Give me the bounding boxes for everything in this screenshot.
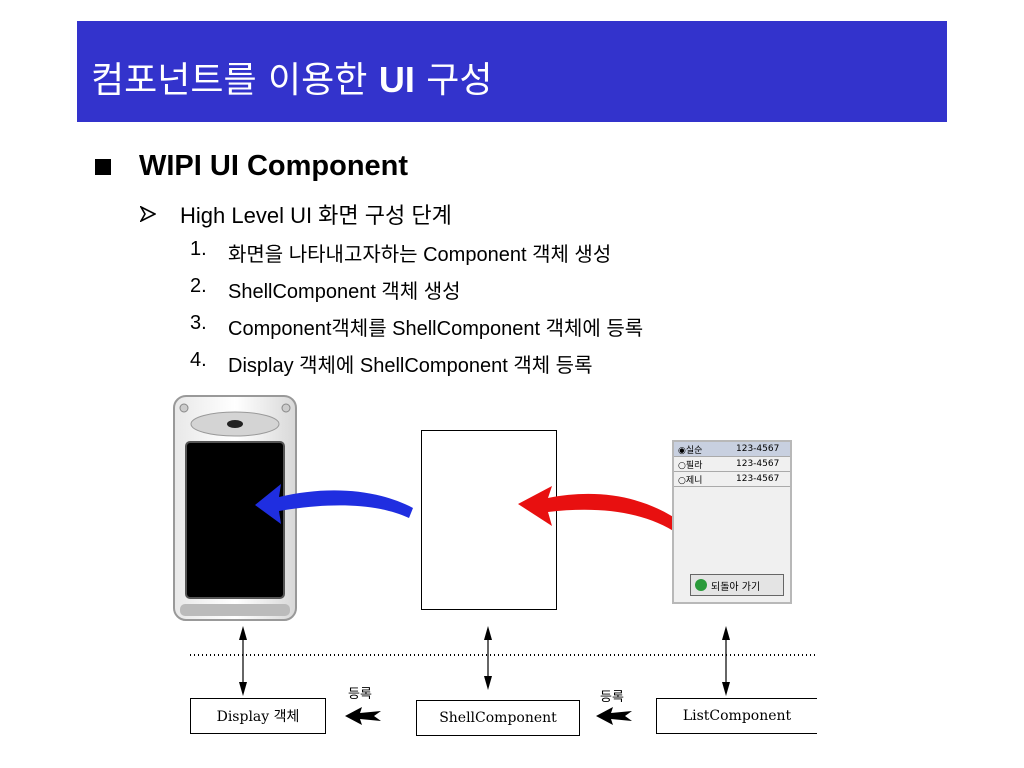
list-item: 2.ShellComponent 객체 생성 <box>190 275 461 303</box>
steps-list: 1.화면을 나타내고자하는 Component 객체 생성 2.ShellCom… <box>190 238 643 386</box>
page-title: 컴포넌트를 이용한 UI 구성 <box>91 59 493 101</box>
shell-component-box <box>421 430 557 610</box>
list-item: 4.Display 객체에 ShellComponent 객체 등록 <box>190 349 593 377</box>
square-bullet-icon <box>95 158 111 175</box>
green-ball-icon <box>695 579 707 591</box>
list-item: 1.화면을 나타내고자하는 Component 객체 생성 <box>190 238 612 266</box>
bullet-heading: WIPI UI Component <box>95 150 408 183</box>
display-object-label: Display 객체 <box>190 698 326 734</box>
title-bar: 컴포넌트를 이용한 UI 구성 <box>77 21 947 122</box>
red-arrow-icon <box>518 486 686 534</box>
arrow-bullet-icon <box>140 206 156 222</box>
phone-device-image <box>173 395 297 621</box>
register-label: 등록 <box>348 687 372 702</box>
left-arrow-icon <box>345 707 381 725</box>
back-button: 되돌아 가기 <box>690 574 784 596</box>
bullet-subheading: High Level UI 화면 구성 단계 <box>140 198 452 230</box>
blue-arrow-icon <box>255 484 413 524</box>
left-arrow-icon <box>596 707 632 725</box>
heading-text: WIPI UI Component <box>139 150 409 182</box>
list-item: 3.Component객체를 ShellComponent 객체에 등록 <box>190 312 644 340</box>
subheading-text: High Level UI 화면 구성 단계 <box>180 203 452 228</box>
list-component-label: ListComponent <box>656 698 817 734</box>
shell-component-label: ShellComponent <box>416 700 580 736</box>
register-label: 등록 <box>600 690 624 705</box>
